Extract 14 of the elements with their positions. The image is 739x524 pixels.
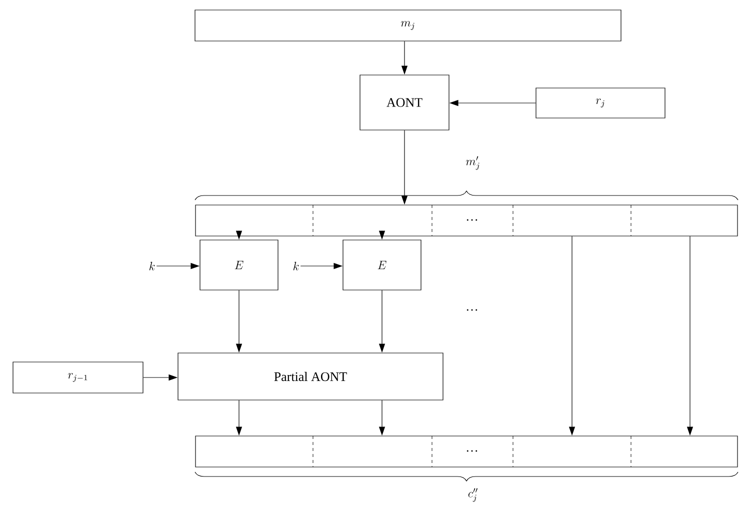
block-box: $r_j$ — [536, 88, 666, 118]
brace-label: $m'_j$ — [466, 156, 480, 170]
block-box: $E$ — [200, 240, 278, 290]
block-box: AONT — [360, 74, 450, 130]
block-box: Partial AONT — [178, 352, 444, 400]
block-box: $m_j$ — [194, 10, 622, 42]
input-label: $k$ — [149, 262, 155, 270]
block-box: $r_{j-1}$ — [12, 362, 144, 394]
ellipsis: … — [466, 450, 478, 452]
brace-label: $c''_j$ — [468, 488, 478, 502]
block-box: $E$ — [342, 240, 422, 290]
input-label: $k$ — [293, 262, 299, 270]
ellipsis: … — [466, 309, 478, 311]
ellipsis: … — [466, 219, 478, 221]
